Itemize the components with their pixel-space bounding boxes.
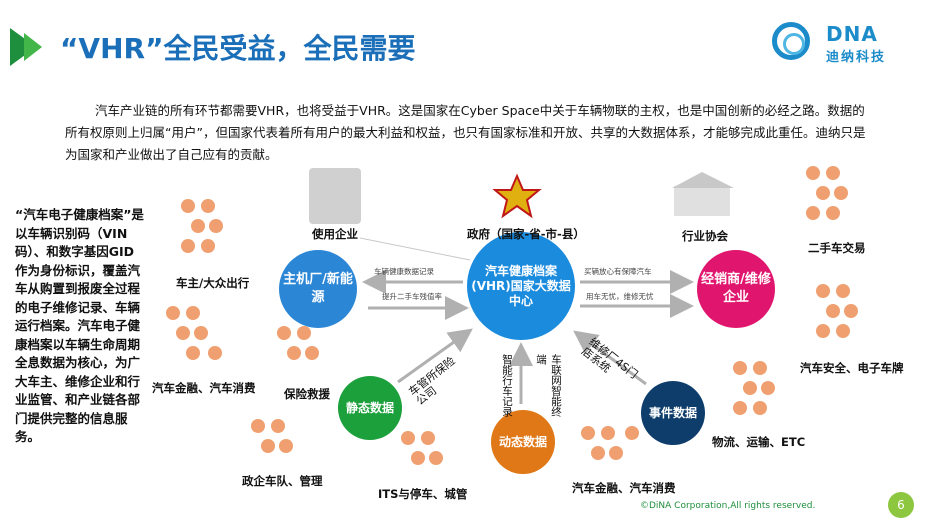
arrow-label-dynamic-left: 智能行车记录 <box>501 354 513 417</box>
label-auto-finance-bottom: 汽车金融、汽车消费 <box>572 481 676 495</box>
label-auto-safety: 汽车安全、电子车牌 <box>800 361 904 375</box>
dna-logo-icon <box>772 22 810 60</box>
intro-paragraph: 汽车产业链的所有环节都需要VHR，也将受益于VHR。这是国家在Cyber Spa… <box>65 103 866 162</box>
label-auto-finance-left: 汽车金融、汽车消费 <box>152 381 256 395</box>
label-industry-assoc: 行业协会 <box>682 229 728 243</box>
logo-text: DNA <box>826 22 878 46</box>
event-data-circle: 事件数据 <box>641 381 705 445</box>
emblem-icon <box>487 172 547 224</box>
arrow-label-buy-safe: 买辆放心有保障汽车 <box>584 267 652 276</box>
label-gov-fleet: 政企车队、管理 <box>242 474 323 488</box>
label-its-parking: ITS与停车、城管 <box>378 487 468 501</box>
device-icon <box>309 168 361 224</box>
label-government: 政府（国家-省-市-县） <box>467 227 585 241</box>
label-use-enterprise: 使用企业 <box>312 227 358 241</box>
label-owner-mobility: 车主/大众出行 <box>176 276 250 290</box>
arrow-label-dynamic-right: 车联网智能终端 <box>535 354 562 417</box>
label-used-car: 二手车交易 <box>808 241 866 255</box>
arrow-label-used-value: 提升二手车残值率 <box>382 292 442 301</box>
oem-circle: 主机厂/新能源 <box>279 250 357 328</box>
static-data-circle: 静态数据 <box>338 376 402 440</box>
label-logistics: 物流、运输、ETC <box>712 435 806 449</box>
side-description: “汽车电子健康档案”是以车辆识别码（VIN码）、和数字基因GID作为身份标识，覆… <box>15 207 144 444</box>
logo-chinese: 迪纳科技 <box>826 50 887 65</box>
building-icon <box>668 168 738 220</box>
arrow-label-use-car: 用车无忧，维修无忧 <box>586 292 654 301</box>
label-insurance: 保险救援 <box>284 387 330 401</box>
dynamic-data-circle: 动态数据 <box>491 410 555 474</box>
page-title: “VHR”全民受益，全民需要 <box>60 32 416 65</box>
vhr-data-center: 汽车健康档案(VHR)国家大数据中心 <box>467 232 575 340</box>
dealer-circle: 经销商/维修企业 <box>697 250 775 328</box>
arrow-label-health-record: 车辆健康数据记录 <box>374 267 434 276</box>
copyright: ©DiNA Corporation,All rights reserved. <box>640 501 816 511</box>
title-arrow-inner-icon <box>24 33 42 61</box>
page-number: 6 <box>888 492 914 518</box>
